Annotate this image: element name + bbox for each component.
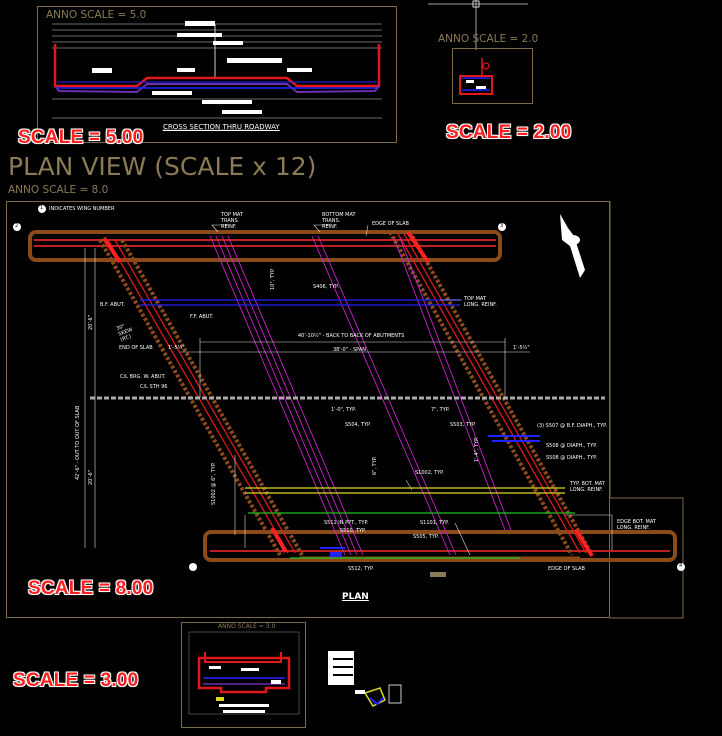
plan-view-title: PLAN VIEW (SCALE x 12) <box>8 152 317 181</box>
label-dim-1-5-right: 1'-5½" <box>513 345 530 351</box>
label-dim-7: 7", TYP. <box>431 407 450 413</box>
label-s1002: S1002, TYP. <box>415 470 445 476</box>
scale-label-3: SCALE = 3.00 <box>13 670 139 691</box>
wing-note: INDICATES WING NUMBER <box>49 206 115 212</box>
label-cl-brg: C/L BRG. W. ABUT. <box>120 374 166 380</box>
label-s507: (3) S507 @ B.F. DIAPH., TYP. <box>537 423 607 429</box>
label-edge-bot-mat: EDGE BOT. MAT LONG. REINF. <box>617 519 656 531</box>
label-dim-6: 6", TYP. <box>372 456 378 475</box>
plan-caption: PLAN <box>342 592 369 602</box>
detail-drawing <box>459 58 493 95</box>
plan-anno-scale: ANNO SCALE = 8.0 <box>8 184 109 196</box>
label-dim-1-4: 1'-4", TYP. <box>474 437 480 462</box>
label-s1101: S1101, TYP. <box>420 520 450 526</box>
detail-viewport[interactable] <box>452 48 533 104</box>
detail-anno-scale: ANNO SCALE = 2.0 <box>438 33 539 45</box>
wing-number-4: 4 <box>679 563 683 569</box>
scale-label-5: SCALE = 5.00 <box>18 127 144 148</box>
label-edge-of-slab-top: EDGE OF SLAB <box>372 221 409 227</box>
label-s511: S511 IN PPT., TYP. <box>324 520 369 526</box>
label-edge-of-slab-bot: EDGE OF SLAB <box>548 566 585 572</box>
wing-number-1: 1 <box>40 205 44 211</box>
north-arrow-icon <box>560 214 585 278</box>
label-top-mat-trans: TOP MAT TRANS. REINF. <box>221 212 243 230</box>
label-back-to-back: 40'-10½" - BACK TO BACK OF ABUTMENTS <box>298 333 405 339</box>
bottom-detail-viewport[interactable] <box>181 622 306 728</box>
label-end-of-slab: END OF SLAB <box>119 345 153 351</box>
label-ca-sth: C/L STH 96 <box>140 384 168 390</box>
wing-number-3: 3 <box>500 223 504 229</box>
wing-number-2: 2 <box>15 223 19 229</box>
bottom-detail-drawing <box>188 631 300 715</box>
cross-section-drawing <box>52 21 382 131</box>
label-top-mat-long: TOP MAT LONG. REINF. <box>464 296 497 308</box>
bottom-anno-scale: ANNO SCALE = 3.0 <box>218 623 276 630</box>
scale-label-2: SCALE = 2.00 <box>446 122 572 143</box>
label-ff-abut: F.F. ABUT. <box>190 314 214 320</box>
cross-section-anno-scale: ANNO SCALE = 5.0 <box>46 9 147 21</box>
label-s508b: S508 @ DIAPH., TYP. <box>546 455 598 461</box>
label-typ-bot-mat: TYP. BOT. MAT LONG. REINF. <box>570 481 605 493</box>
label-span: 38'-0" - SPAN <box>333 347 367 353</box>
label-dim-1-0: 1'-0", TYP. <box>331 407 356 413</box>
label-dim-1-5-left: 1'-5½" <box>168 345 185 351</box>
small-detail-drawing <box>328 651 402 707</box>
label-s510: S510, TYP. <box>340 528 366 534</box>
label-dim-s1002: S1002 @ 6", TYP. <box>211 462 217 505</box>
label-dim-42: 42'-6" - OUT TO OUT OF SLAB <box>75 405 81 480</box>
scale-label-8: SCALE = 8.00 <box>28 578 154 599</box>
label-dim-20b: 20'-6" <box>88 469 94 485</box>
label-s503: S503, TYP. <box>450 422 476 428</box>
cross-section-viewport[interactable] <box>37 6 397 143</box>
label-s505: S505, TYP. <box>413 534 439 540</box>
plan-drawing <box>13 201 685 619</box>
cross-section-caption: CROSS SECTION THRU ROADWAY <box>163 123 280 131</box>
label-bf-abut: B.F. ABUT. <box>100 302 125 308</box>
detail-crosshair <box>428 0 528 50</box>
label-dim-20a: 20'-6" <box>88 314 94 330</box>
label-s508a: S508 @ DIAPH., TYP. <box>546 443 598 449</box>
label-dim-10: 10", TYP. <box>270 268 276 290</box>
label-s504: S504, TYP. <box>345 422 371 428</box>
label-s406: S406, TYP. <box>313 284 339 290</box>
label-s512: S512, TYP. <box>348 566 374 572</box>
label-bottom-mat-trans: BOTTOM MAT TRANS. REINF. <box>322 212 356 230</box>
